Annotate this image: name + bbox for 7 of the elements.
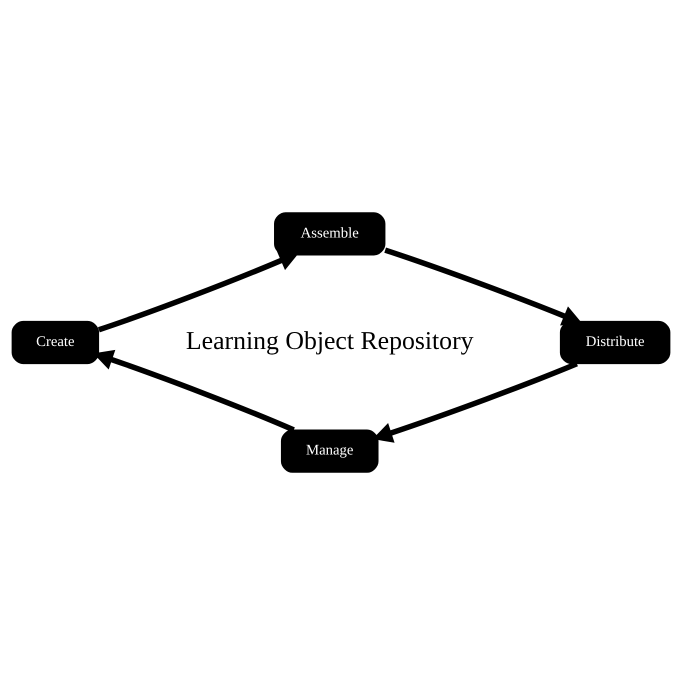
node-box: Create <box>12 320 100 364</box>
arrow <box>98 250 300 332</box>
node-text: Learning Object Repository <box>186 325 474 354</box>
node-box: Manage <box>280 429 379 472</box>
node-box: Assemble <box>274 212 386 255</box>
arrow <box>384 246 582 326</box>
node-box: Distribute <box>560 320 670 364</box>
